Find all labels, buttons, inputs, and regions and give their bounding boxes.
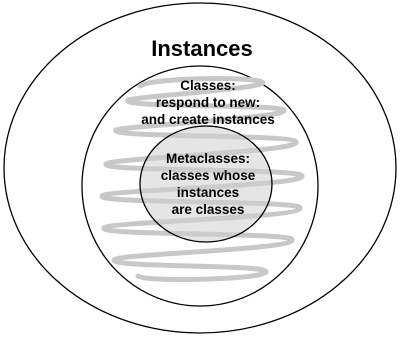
- metaclasses-label-line-2: classes whose: [161, 168, 256, 183]
- classes-ellipse: [81, 65, 319, 307]
- classes-label-line-2: respond to new:: [156, 95, 260, 110]
- metaclasses-label-line-3: instances: [177, 185, 239, 200]
- metaclasses-label-line-4: are classes: [172, 202, 245, 217]
- instances-title: Instances: [151, 36, 253, 61]
- classes-label-line-1: Classes:: [180, 78, 236, 93]
- classes-label-line-3: and create instances: [141, 112, 275, 127]
- instances-ellipse: [3, 2, 397, 334]
- metaclasses-ellipse: [139, 125, 273, 243]
- metaclasses-label-line-1: Metaclasses:: [166, 151, 250, 166]
